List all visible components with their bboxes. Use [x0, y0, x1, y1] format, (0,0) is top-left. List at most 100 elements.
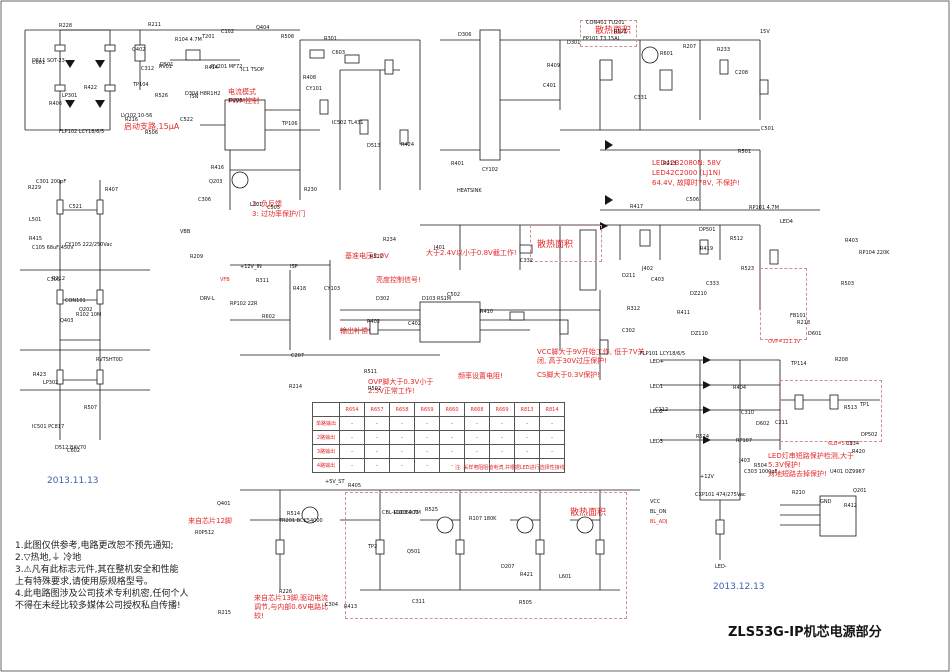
net-label: ISN: [190, 94, 199, 100]
part-designator: RV201 MF72: [211, 64, 243, 70]
voltage-note-3: 64.4V, 故障时78V, 不保护!: [652, 179, 740, 187]
part-designator: R104 4.7M: [175, 37, 202, 43]
part-designator: R420: [852, 449, 866, 455]
part-designator: LV102 10-56: [121, 113, 153, 119]
table-row: 2路输出---------: [312, 430, 565, 445]
part-designator: R103 4.7M: [394, 510, 421, 516]
part-designator: FB101: [790, 313, 806, 319]
table-cell: -: [439, 444, 465, 459]
part-designator: R311: [256, 278, 270, 284]
note-line-2: 2.▽热地,⏚ 冷地: [15, 553, 82, 563]
date-left: 2013.11.13: [47, 476, 99, 486]
net-label: +12V_IN: [240, 264, 262, 270]
part-designator: DRV-L: [200, 296, 215, 302]
part-designator: C506: [686, 197, 700, 203]
part-designator: CON401 TU201: [586, 20, 625, 26]
part-designator: R417: [630, 204, 644, 210]
heatsink-area-2: [530, 225, 602, 262]
net-label: 15V: [760, 29, 770, 35]
part-designator: DP502: [861, 432, 878, 438]
part-designator: C306: [198, 197, 212, 203]
table-cell: -: [539, 430, 565, 445]
part-designator: RVTSHT0D: [96, 357, 123, 363]
part-designator: D602: [756, 421, 770, 427]
table-cell: -: [414, 430, 440, 445]
table-cell: -: [539, 416, 565, 431]
part-designator: R209: [190, 254, 204, 260]
dimming-signal-annotation: 亮度控制信号!: [376, 276, 421, 284]
table-cell: -: [414, 416, 440, 431]
part-designator: R501: [738, 149, 752, 155]
part-designator: R507: [84, 405, 98, 411]
part-designator: R416: [211, 165, 225, 171]
part-designator: IC502 TL431: [332, 120, 364, 126]
net-label: +12V: [700, 474, 714, 480]
heatsink-area-1: [580, 20, 637, 47]
table-header-cell: R660: [439, 402, 465, 417]
part-designator: R234: [383, 237, 397, 243]
part-designator: CBL-L1006001: [382, 510, 419, 516]
note-line-1: 1.此图仅供参考,电路更改恕不预先通知;: [15, 541, 174, 551]
part-designator: D511 SOT-23: [32, 58, 65, 64]
table-cell: -: [464, 430, 490, 445]
net-label: BL_ADJ: [650, 519, 668, 525]
part-designator: RP102 22R: [230, 301, 258, 307]
voltage-note-2: LED42C2000 (LJ1N): [652, 169, 721, 177]
part-designator: FLP102 LCY18/6/5: [59, 129, 105, 135]
table-row-label: 3路输出: [312, 444, 340, 459]
part-designator: HEATSINK: [457, 188, 482, 194]
led-vf-label: 6LB=5.3V: [828, 441, 853, 447]
part-designator: TR201 BCK54000: [279, 518, 323, 524]
table-cell: -: [364, 458, 390, 473]
part-designator: C303 1000pF: [744, 469, 778, 475]
table-cell: -: [439, 458, 465, 473]
part-designator: C332: [520, 258, 534, 264]
part-designator: R402: [367, 319, 381, 325]
part-designator: C105 68uF/450V: [32, 245, 74, 251]
table-cell: -: [414, 444, 440, 459]
table-cell: -: [389, 416, 415, 431]
overpower-annotation: 3: 过功率保护/门: [252, 210, 306, 218]
led-short2-annotation: 对地短路去掉保护!: [768, 470, 827, 478]
part-designator: C601: [32, 60, 46, 66]
table-row-label: 4路输出: [312, 458, 340, 473]
part-designator: R228: [59, 23, 73, 29]
part-designator: R503: [841, 281, 855, 287]
table-cell: -: [339, 458, 365, 473]
part-designator: R419: [700, 246, 714, 252]
part-designator: D306: [458, 32, 472, 38]
part-designator: R410: [480, 309, 494, 315]
table-cell: -: [514, 416, 540, 431]
part-designator: R424: [401, 142, 415, 148]
table-row: 4路输出---------: [312, 458, 565, 473]
vcc-annotation: VCC脚大于9V开始工作, 低于7V关闭, 高于30V过压保护!: [537, 348, 645, 365]
part-designator: R506: [145, 130, 159, 136]
part-designator: DZ110: [691, 331, 708, 337]
table-cell: -: [364, 444, 390, 459]
table-cell: -: [339, 444, 365, 459]
part-designator: CXP101 474/275Vac: [695, 492, 746, 498]
part-designator: R422: [84, 85, 98, 91]
part-designator: Q402: [132, 47, 146, 53]
part-designator: CY103: [324, 286, 341, 292]
part-designator: R401: [451, 161, 465, 167]
part-designator: R212: [52, 276, 66, 282]
part-designator: R312: [627, 306, 641, 312]
part-designator: D512 BAV70: [55, 445, 87, 451]
part-designator: R107 180K: [469, 516, 497, 522]
backlight-ref-annotation: 基准电压2.0V: [345, 252, 389, 260]
table-cell: -: [489, 444, 515, 459]
part-designator: T201: [202, 34, 215, 40]
net-label: BL_ON: [650, 509, 667, 515]
table-cell: -: [514, 444, 540, 459]
pwm-annotation: 电流模式 PWM控制: [228, 88, 260, 105]
notes-block: 1.此图仅供参考,电路更改恕不预先通知; 2.▽热地,⏚ 冷地 3.⚠凡有此标志…: [15, 540, 188, 612]
part-designator: C401: [543, 83, 557, 89]
part-designator: C102: [221, 29, 235, 35]
part-designator: DP501: [699, 227, 716, 233]
table-header-cell: R668: [464, 402, 490, 417]
part-designator: TP106: [282, 121, 298, 127]
voltage-note-1: LED42B2080N: 58V: [652, 159, 721, 167]
part-designator: TP114: [791, 361, 807, 367]
part-designator: R525: [425, 507, 439, 513]
